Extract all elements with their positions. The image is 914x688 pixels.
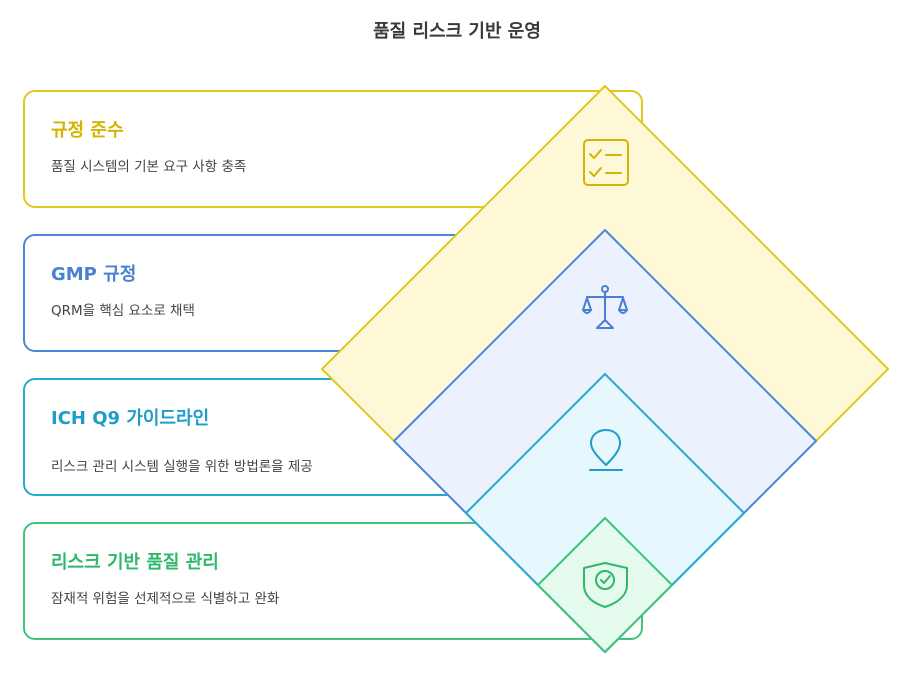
level-description: 품질 시스템의 기본 요구 사항 충족 — [51, 159, 247, 175]
level-title: GMP 규정 — [51, 264, 137, 285]
level-title: 규정 준수 — [51, 120, 124, 141]
level-description: 리스크 관리 시스템 실행을 위한 방법론을 제공 — [51, 459, 313, 475]
level-title: 리스크 기반 품질 관리 — [51, 552, 219, 573]
level-title: ICH Q9 가이드라인 — [51, 408, 210, 429]
level-description: QRM을 핵심 요소로 채택 — [51, 303, 195, 319]
checklist-icon — [583, 139, 629, 186]
location-pin-icon — [589, 429, 623, 471]
level-description: 잠재적 위험을 선제적으로 식별하고 완화 — [51, 591, 280, 607]
diamond-level-4 — [537, 517, 673, 653]
shield-check-icon — [583, 562, 628, 608]
scale-icon — [582, 285, 628, 329]
diagram-title: 품질 리스크 기반 운영 — [373, 21, 541, 42]
